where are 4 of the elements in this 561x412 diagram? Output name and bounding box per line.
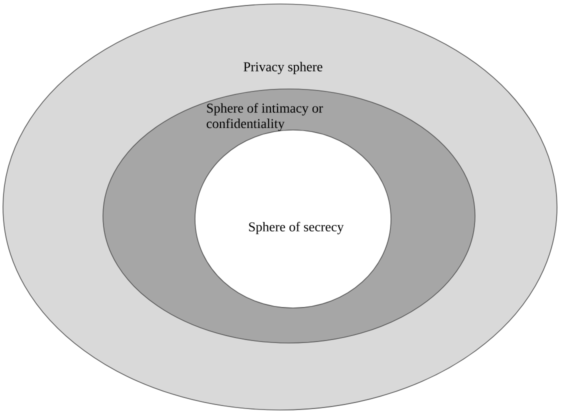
sphere-label: Sphere of secrecy <box>249 222 344 234</box>
sphere-ellipse <box>194 130 392 308</box>
sphere-label: Privacy sphere <box>244 62 322 74</box>
sphere-label: Sphere of intimacy or confidentiality <box>206 103 323 131</box>
